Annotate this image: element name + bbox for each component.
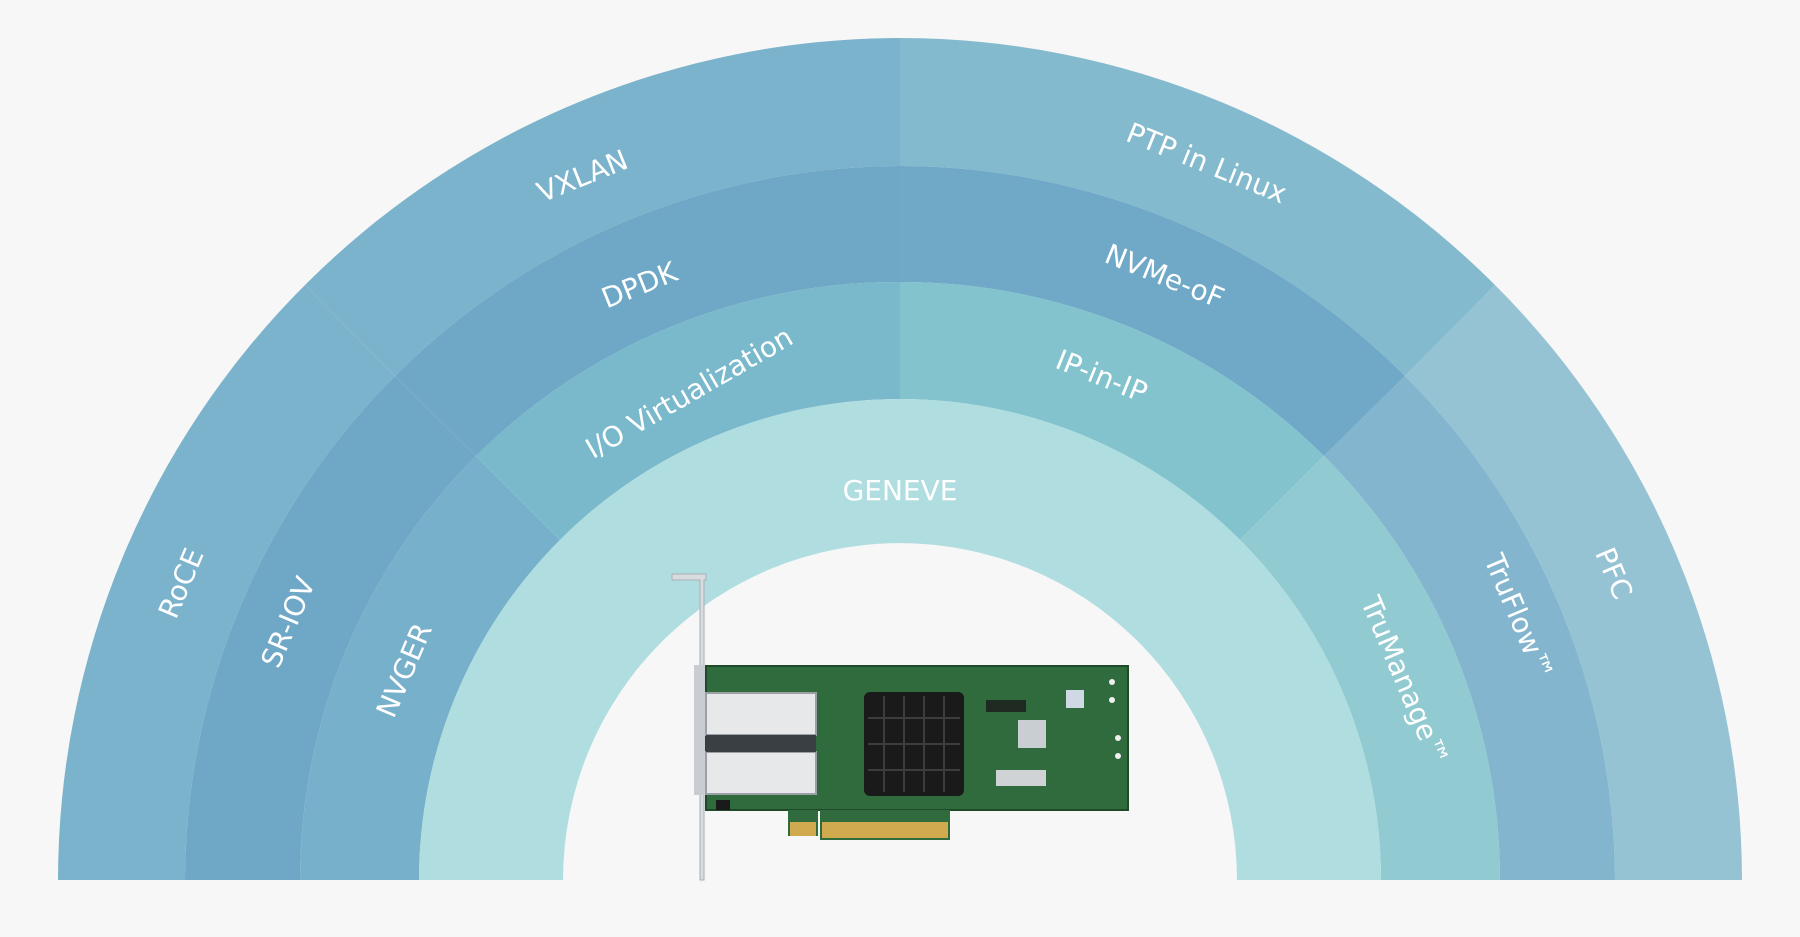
sfp-port-bottom [705, 751, 817, 795]
second-segment-dpdk [395, 166, 900, 456]
second-segment-nvmeof [900, 166, 1405, 456]
third-segment-nvger [300, 456, 560, 880]
network-adapter-card-image [671, 573, 1129, 881]
outer-segment-ptp [900, 38, 1495, 376]
label-geneve: GENEVE [843, 474, 958, 507]
third-segment-ip-in-ip [900, 281, 1324, 540]
outer-ring [58, 38, 1742, 880]
third-segment-trumanage [1240, 456, 1500, 880]
inner-segment-geneve [419, 399, 1381, 880]
third-segment-io-virtualization [476, 281, 900, 540]
card-bracket [671, 573, 707, 881]
second-segment-sriov [185, 376, 476, 880]
outer-segment-vxlan [305, 38, 900, 376]
inner-ring [419, 399, 1381, 880]
sfp-port-top [705, 692, 817, 736]
second-segment-truflow [1324, 376, 1615, 880]
second-ring [185, 166, 1615, 880]
outer-segment-roce [58, 285, 395, 880]
outer-segment-pfc [1405, 285, 1742, 880]
third-ring [300, 281, 1500, 880]
